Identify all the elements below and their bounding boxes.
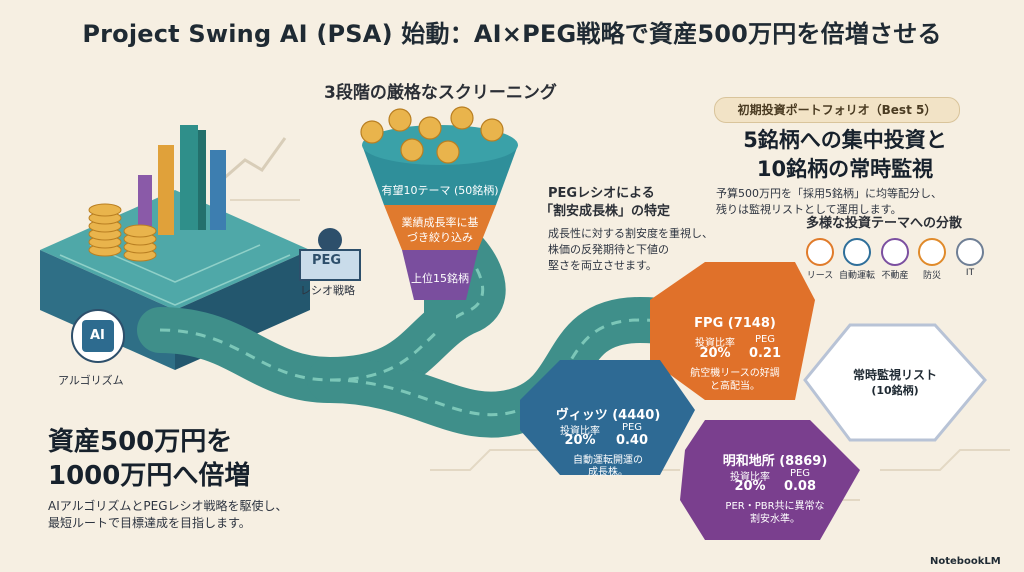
fpg-note-1: 航空機リースの好調 bbox=[690, 368, 780, 379]
tile-meiwa bbox=[680, 420, 860, 540]
fpg-peg: 0.21 bbox=[748, 346, 782, 361]
funnel-level-2-line2: づき絞り込み bbox=[407, 231, 473, 244]
ai-chip-label: AI bbox=[90, 328, 105, 343]
page-title: Project Swing AI (PSA) 始動：AI×PEG戦略で資産500… bbox=[82, 20, 942, 48]
funnel-level-2-line1: 業績成長率に基 bbox=[401, 216, 479, 229]
theme-disaster: 防災 bbox=[922, 271, 941, 281]
tile-fpg bbox=[650, 262, 815, 400]
peg-tag: PEG bbox=[312, 253, 342, 268]
theme-realestate: 不動産 bbox=[881, 271, 909, 281]
peg-note-title-2: 「割安成長株」の特定 bbox=[540, 204, 671, 219]
fpg-peg-label: PEG bbox=[754, 334, 776, 345]
hero-line-2: 1000万円へ倍増 bbox=[48, 461, 251, 491]
vitz-ratio: 20% bbox=[564, 433, 596, 448]
theme-lease: リース bbox=[806, 271, 834, 281]
watchlist-title: 常時監視リスト bbox=[852, 368, 937, 382]
tile-vitz bbox=[520, 360, 695, 475]
meiwa-name: 明和地所 (8869) bbox=[722, 454, 828, 469]
screening-funnel bbox=[360, 106, 518, 330]
peg-tag-label: レシオ戦略 bbox=[300, 284, 355, 297]
peg-note-title-1: PEGレシオによる bbox=[548, 186, 655, 201]
watchlist-count: (10銘柄) bbox=[871, 384, 919, 397]
vitz-peg-label: PEG bbox=[621, 422, 643, 433]
portfolio-body-1: 予算500万円を「採用5銘柄」に均等配分し、 bbox=[716, 187, 942, 200]
fpg-name: FPG (7148) bbox=[694, 316, 776, 331]
portfolio-head-2: 10銘柄の常時監視 bbox=[756, 157, 934, 181]
meiwa-ratio: 20% bbox=[734, 479, 766, 494]
theme-autonomous: 自動運転 bbox=[838, 271, 875, 281]
vitz-note-1: 自動運転開運の bbox=[573, 455, 643, 466]
growth-arrow bbox=[221, 137, 287, 182]
peg-note-body-1: 成長性に対する割安度を重視し、 bbox=[548, 227, 713, 240]
portfolio-pill: 初期投資ポートフォリオ（Best 5） bbox=[714, 97, 960, 123]
funnel-level-3: 上位15銘柄 bbox=[411, 272, 469, 285]
hero-sub-2: 最短ルートで目標達成を目指します。 bbox=[48, 516, 251, 530]
meiwa-note-2: 割安水準。 bbox=[750, 514, 800, 525]
fpg-ratio-label: 投資比率 bbox=[695, 338, 735, 349]
theme-it: IT bbox=[965, 268, 975, 278]
portfolio-body-2: 残りは監視リストとして運用します。 bbox=[716, 203, 902, 216]
hero-line-1: 資産500万円を bbox=[48, 427, 233, 457]
tile-watchlist bbox=[803, 323, 987, 442]
meiwa-ratio-label: 投資比率 bbox=[730, 472, 770, 483]
funnel-level-1: 有望10テーマ (50銘柄) bbox=[381, 184, 499, 197]
vitz-name: ヴィッツ (4440) bbox=[555, 408, 661, 423]
hero-sub-1: AIアルゴリズムとPEGレシオ戦略を駆使し、 bbox=[48, 499, 288, 513]
ai-chip-icon bbox=[71, 309, 125, 363]
ai-label: アルゴリズム bbox=[58, 374, 124, 387]
vitz-note-2: 成長株。 bbox=[588, 467, 628, 478]
meiwa-peg: 0.08 bbox=[783, 479, 817, 494]
peg-note-body-2: 株価の反発期待と下値の bbox=[548, 243, 669, 256]
meiwa-peg-label: PEG bbox=[789, 468, 811, 479]
credit: NotebookLM bbox=[930, 556, 1001, 567]
peg-magnifier-icon bbox=[299, 228, 361, 281]
vitz-peg: 0.40 bbox=[615, 433, 649, 448]
theme-icons bbox=[806, 238, 984, 266]
peg-note-body-3: 堅さを両立させます。 bbox=[548, 259, 657, 272]
vitz-ratio-label: 投資比率 bbox=[560, 426, 600, 437]
fpg-ratio: 20% bbox=[699, 346, 731, 361]
screening-heading: 3段階の厳格なスクリーニング bbox=[324, 83, 557, 103]
fpg-note-2: と高配当。 bbox=[710, 381, 760, 392]
portfolio-head-1: 5銘柄への集中投資と bbox=[743, 128, 947, 152]
meiwa-note-1: PER・PBR共に異常な bbox=[725, 501, 825, 512]
themes-heading: 多様な投資テーマへの分散 bbox=[806, 216, 963, 231]
